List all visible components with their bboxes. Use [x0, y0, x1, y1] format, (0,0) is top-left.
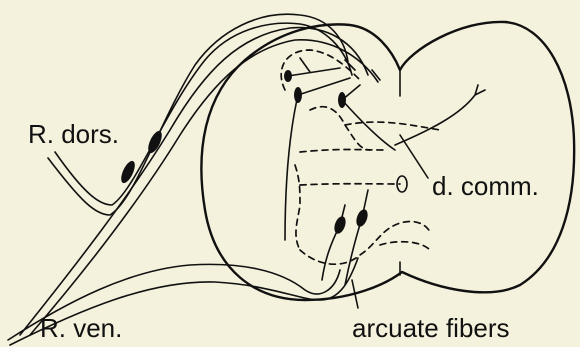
- commissural-fiber: [395, 85, 485, 145]
- comm-leader: [400, 135, 428, 178]
- arcuate-fibers-label: arcuate fibers: [352, 313, 510, 343]
- grey-matter-dorsal: [281, 50, 360, 90]
- grey-matter-commissure: [300, 122, 440, 185]
- cord-outline: [201, 22, 574, 300]
- ganglion-cell-1: [118, 159, 137, 185]
- dorsal-cell-axons: [285, 58, 395, 240]
- commissure-label: d. comm.: [432, 171, 539, 201]
- dorsal-root-label: R. dors.: [28, 119, 119, 149]
- ventral-cell-axons: [322, 190, 368, 285]
- grey-matter-ventral: [300, 221, 430, 264]
- ventral-root-label: R. ven.: [40, 313, 122, 343]
